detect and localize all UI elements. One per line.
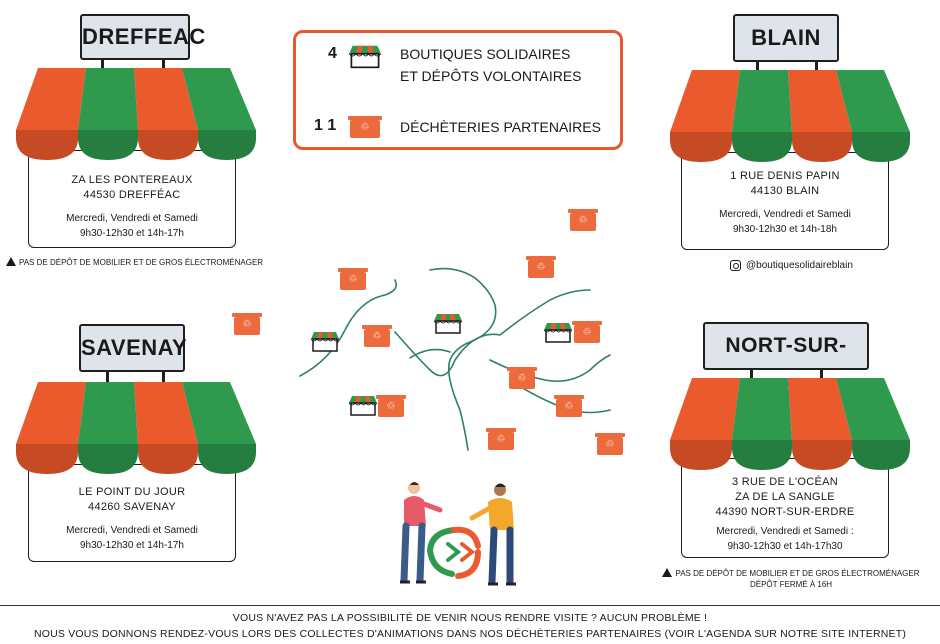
- shop-card-dreffeac: ZA LES PONTEREAUX 44530 DREFFÉAC Mercred…: [28, 150, 236, 248]
- shop-days: Mercredi, Vendredi et Samedi: [719, 209, 851, 220]
- recycling-bin-icon: ♲: [554, 395, 584, 417]
- shop-hours: 9h30-12h30 et 14h-17h: [80, 540, 184, 551]
- shop-days: Mercredi, Vendredi et Samedi: [66, 525, 198, 536]
- shop-note-dreffeac: PAS DE DÉPÔT DE MOBILIER ET DE GROS ÉLEC…: [6, 257, 263, 267]
- sign-pole: [162, 58, 165, 70]
- recycling-bin-icon: ♲: [568, 209, 598, 231]
- sign-pole: [106, 370, 109, 384]
- recycle-arrows-icon: [426, 526, 481, 579]
- recycling-bin-icon: ♲: [232, 313, 262, 335]
- dumps-label: DÉCHÈTERIES PARTENAIRES: [400, 119, 601, 135]
- sign-pole: [815, 60, 818, 72]
- instagram-icon: [730, 260, 741, 271]
- recycling-bin-icon: ♲: [595, 433, 625, 455]
- recycling-bin-icon: ♲: [486, 428, 516, 450]
- recycling-bin-icon: ♲: [362, 325, 392, 347]
- shop-address-line: 44530 DREFFÉAC: [83, 189, 181, 201]
- shop-address-line: ZA DE LA SANGLE: [735, 491, 835, 503]
- shops-label-line: ET DÉPÔTS VOLONTAIRES: [400, 68, 582, 84]
- person-icon: [469, 483, 516, 586]
- shop-hours: 9h30-12h30 et 14h-17h: [80, 228, 184, 239]
- shop-card-nort-sur-erdre: 3 RUE DE L'OCÉAN ZA DE LA SANGLE 44390 N…: [681, 458, 889, 558]
- store-awning-nort-sur-erdre: [670, 378, 910, 478]
- shop-address-line: 44260 SAVENAY: [88, 501, 176, 513]
- shop-hours: 9h30-12h30 et 14h-17h30: [727, 541, 843, 552]
- shop-sign-nort-sur-erdre: NORT-SUR-ERDRE: [703, 322, 869, 401]
- recycling-bin-icon: ♲: [526, 256, 556, 278]
- sign-pole: [162, 370, 165, 384]
- shop-address-line: 1 RUE DENIS PAPIN: [730, 170, 840, 182]
- instagram-link[interactable]: @boutiquesolidaireblain: [730, 260, 853, 271]
- sign-pole: [101, 58, 104, 70]
- map-legend: 4 BOUTIQUES SOLIDAIRES ET DÉPÔTS VOLONTA…: [293, 30, 623, 150]
- store-icon: [433, 312, 463, 334]
- footer-banner: VOUS N'AVEZ PAS LA POSSIBILITÉ DE VENIR …: [0, 605, 940, 644]
- sign-pole: [750, 368, 753, 382]
- shop-address-line: ZA LES PONTEREAUX: [71, 174, 193, 186]
- shop-days: Mercredi, Vendredi et Samedi: [66, 213, 198, 224]
- store-awning-blain: [670, 70, 910, 170]
- sign-pole: [820, 368, 823, 382]
- footer-line: VOUS N'AVEZ PAS LA POSSIBILITÉ DE VENIR …: [232, 612, 708, 624]
- recycling-bin-icon: ♲: [507, 367, 537, 389]
- note-text: PAS DE DÉPÔT DE MOBILIER ET DE GROS ÉLEC…: [675, 569, 920, 578]
- store-awning-dreffeac: [16, 68, 256, 168]
- person-icon: [400, 482, 443, 584]
- sign-pole: [756, 60, 759, 72]
- store-icon: [348, 394, 378, 416]
- dumps-count: 1 1: [314, 117, 337, 134]
- shop-address-line: 3 RUE DE L'OCÉAN: [732, 476, 838, 488]
- shop-days: Mercredi, Vendredi et Samedi :: [716, 526, 854, 537]
- instagram-handle: @boutiquesolidaireblain: [746, 260, 853, 271]
- shops-label-line: BOUTIQUES SOLIDAIRES: [400, 46, 571, 62]
- shop-card-blain: 1 RUE DENIS PAPIN 44130 BLAIN Mercredi, …: [681, 152, 889, 250]
- warning-icon: [6, 257, 16, 266]
- shops-label: BOUTIQUES SOLIDAIRES ET DÉPÔTS VOLONTAIR…: [400, 43, 582, 87]
- store-icon: [348, 43, 382, 69]
- shop-hours: 9h30-12h30 et 14h-18h: [733, 224, 837, 235]
- store-awning-savenay: [16, 382, 256, 482]
- shop-address-line: LE POINT DU JOUR: [78, 486, 186, 498]
- shop-sign-dreffeac: DREFFEAC: [80, 14, 205, 60]
- footer-line: NOUS VOUS DONNONS RENDEZ-VOUS LORS DES C…: [33, 628, 907, 640]
- recycling-bin-icon: ♲: [338, 268, 368, 290]
- shop-sign-savenay: SAVENAY: [79, 324, 187, 372]
- shop-address-line: 44390 NORT-SUR-ERDRE: [715, 506, 855, 518]
- recycling-bin-icon: ♲: [376, 395, 406, 417]
- store-icon: [543, 321, 573, 343]
- shop-sign-blain: BLAIN: [733, 14, 839, 62]
- recycling-bin-icon: ♲: [348, 116, 382, 138]
- store-icon: [310, 330, 340, 352]
- note-text: PAS DE DÉPÔT DE MOBILIER ET DE GROS ÉLEC…: [19, 258, 264, 267]
- map-rivers: [299, 267, 611, 451]
- shop-note-nort-sur-erdre: PAS DE DÉPÔT DE MOBILIER ET DE GROS ÉLEC…: [661, 568, 921, 590]
- exchange-illustration: [400, 482, 516, 586]
- recycling-bin-icon: ♲: [572, 321, 602, 343]
- shops-count: 4: [328, 45, 337, 62]
- warning-icon: [662, 568, 673, 577]
- note-text: DÉPÔT FERMÉ À 16H: [749, 580, 833, 589]
- shop-address-line: 44130 BLAIN: [750, 185, 820, 197]
